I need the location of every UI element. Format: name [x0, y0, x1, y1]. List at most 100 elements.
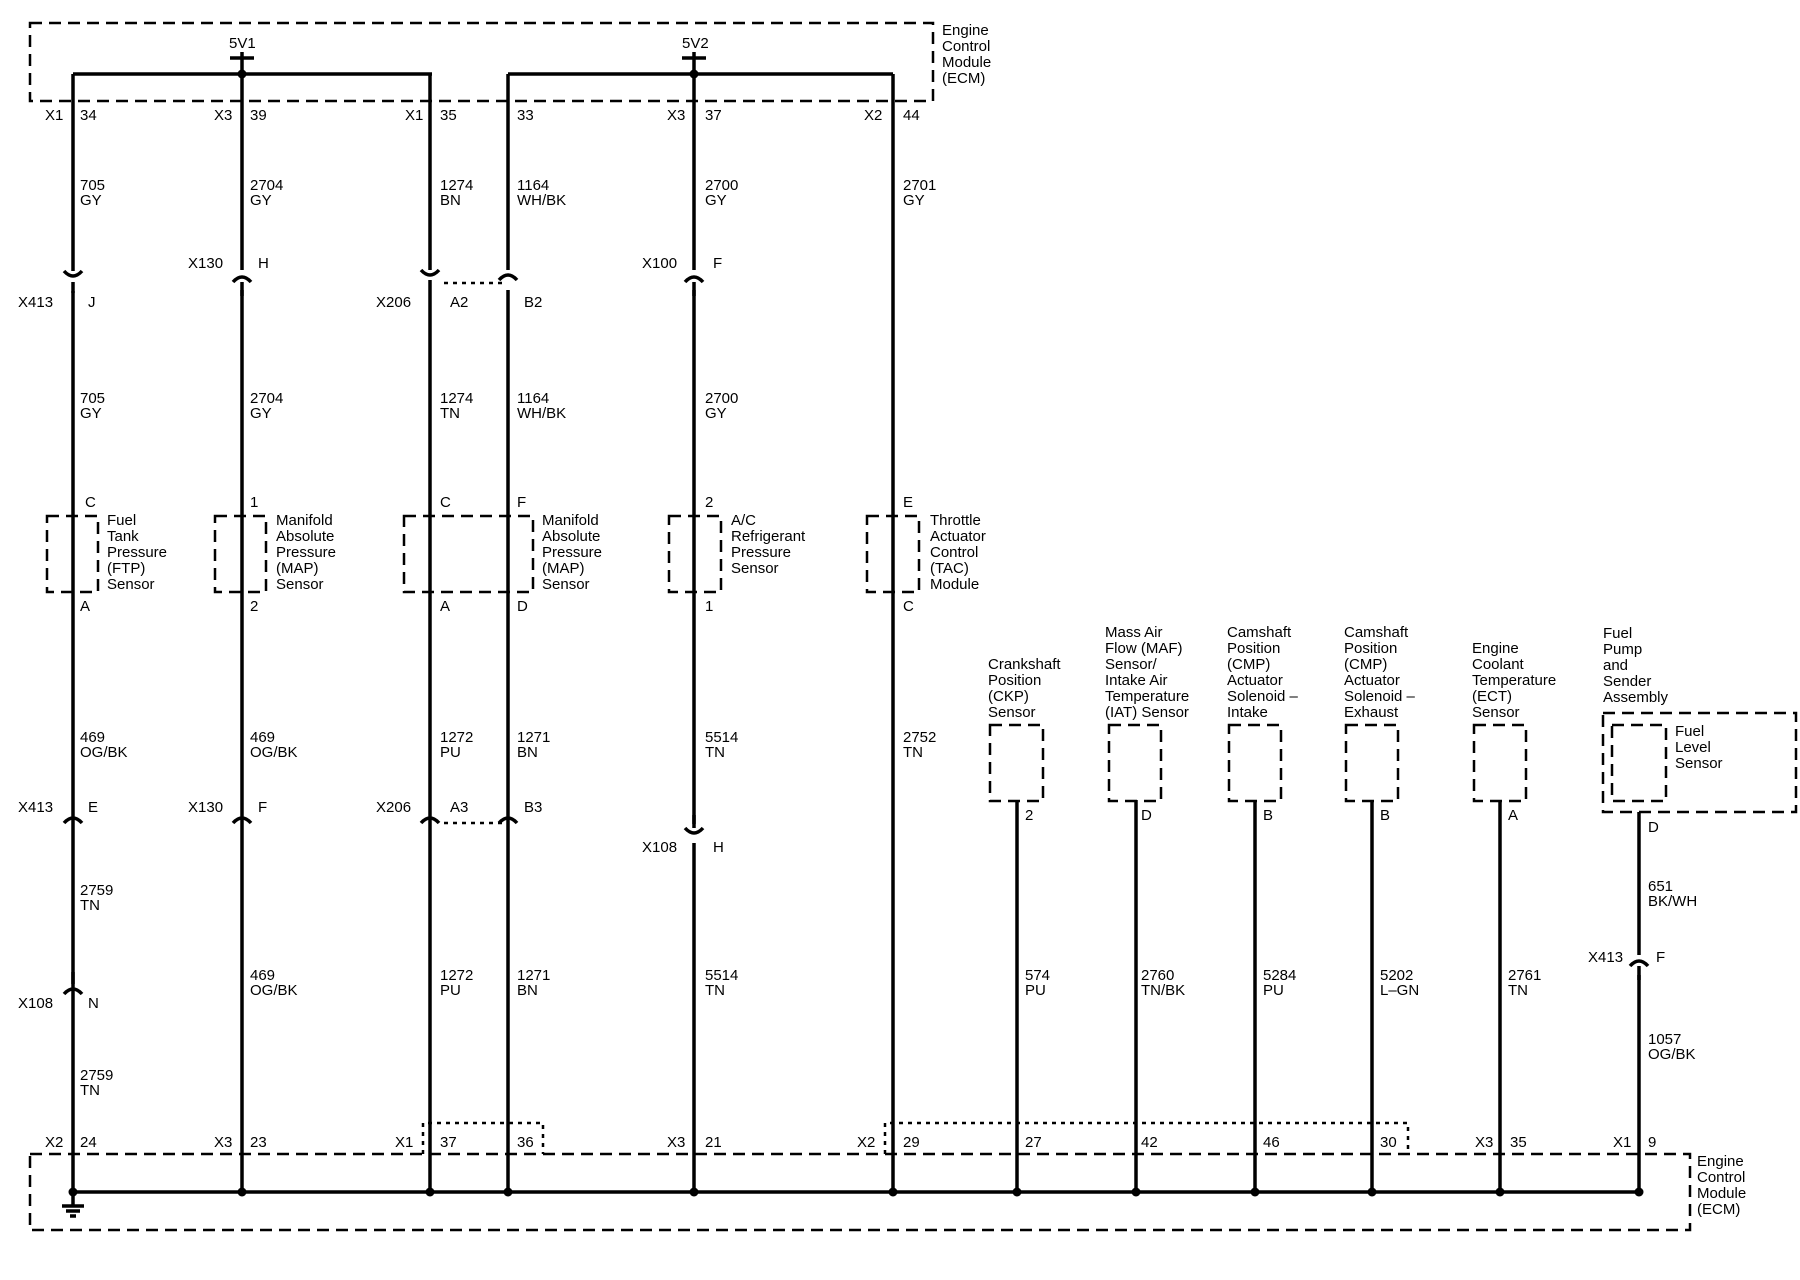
svg-text:F: F	[1656, 949, 1665, 966]
svg-text:(CMP): (CMP)	[1227, 656, 1270, 673]
svg-text:1271: 1271	[517, 729, 550, 746]
svg-text:X100: X100	[642, 255, 677, 272]
svg-text:574: 574	[1025, 967, 1050, 984]
svg-text:GY: GY	[250, 405, 272, 422]
svg-text:705: 705	[80, 177, 105, 194]
svg-text:1274: 1274	[440, 177, 473, 194]
svg-text:39: 39	[250, 107, 267, 124]
svg-text:29: 29	[903, 1134, 920, 1151]
component-tac-module: E C Throttle Actuator Control (TAC) Modu…	[865, 494, 986, 615]
svg-text:GY: GY	[250, 192, 272, 209]
svg-text:X3: X3	[214, 107, 232, 124]
svg-text:Module: Module	[942, 54, 991, 71]
svg-text:(MAP): (MAP)	[276, 560, 319, 577]
svg-text:2761: 2761	[1508, 967, 1541, 984]
svg-text:Sensor: Sensor	[107, 576, 155, 593]
svg-text:5V1: 5V1	[229, 35, 256, 52]
svg-text:Sensor/: Sensor/	[1105, 656, 1158, 673]
svg-text:PU: PU	[1263, 982, 1284, 999]
svg-text:F: F	[517, 494, 526, 511]
svg-text:Assembly: Assembly	[1603, 689, 1669, 706]
svg-text:PU: PU	[440, 982, 461, 999]
svg-text:Fuel: Fuel	[1603, 625, 1632, 642]
svg-text:Camshaft: Camshaft	[1344, 624, 1409, 641]
component-maf-iat-sensor: D Mass Air Flow (MAF) Sensor/ Intake Air…	[1105, 624, 1189, 824]
svg-text:1057: 1057	[1648, 1031, 1681, 1048]
svg-text:B3: B3	[524, 799, 542, 816]
svg-text:and: and	[1603, 657, 1628, 674]
svg-text:705: 705	[80, 390, 105, 407]
svg-text:Solenoid –: Solenoid –	[1344, 688, 1416, 705]
svg-text:Pump: Pump	[1603, 641, 1642, 658]
svg-text:A: A	[440, 598, 450, 615]
svg-text:A: A	[1508, 807, 1518, 824]
svg-text:Position: Position	[988, 672, 1041, 689]
svg-text:X1: X1	[45, 107, 63, 124]
svg-text:C: C	[903, 598, 914, 615]
svg-text:Sensor: Sensor	[276, 576, 324, 593]
svg-text:1271: 1271	[517, 967, 550, 984]
component-cmp-intake-solenoid: B Camshaft Position (CMP) Actuator Solen…	[1227, 624, 1299, 824]
svg-text:37: 37	[440, 1134, 457, 1151]
svg-text:BK/WH: BK/WH	[1648, 893, 1697, 910]
svg-text:BN: BN	[440, 192, 461, 209]
svg-text:Module: Module	[1697, 1185, 1746, 1202]
svg-text:1274: 1274	[440, 390, 473, 407]
svg-text:2759: 2759	[80, 1067, 113, 1084]
svg-text:GY: GY	[903, 192, 925, 209]
svg-text:X3: X3	[1475, 1134, 1493, 1151]
svg-text:A2: A2	[450, 294, 468, 311]
svg-text:34: 34	[80, 107, 97, 124]
svg-text:2: 2	[1025, 807, 1033, 824]
svg-text:X130: X130	[188, 799, 223, 816]
svg-text:Control: Control	[1697, 1169, 1745, 1186]
component-fuel-level-sensor: D Fuel Level Sensor	[1610, 723, 1723, 836]
svg-text:23: 23	[250, 1134, 267, 1151]
svg-text:WH/BK: WH/BK	[517, 405, 566, 422]
svg-text:37: 37	[705, 107, 722, 124]
ecm-top-label: Engine Control Module (ECM)	[942, 22, 991, 87]
circuit-wires	[71, 74, 1641, 1192]
svg-text:Actuator: Actuator	[1227, 672, 1283, 689]
svg-text:X3: X3	[667, 1134, 685, 1151]
svg-text:PU: PU	[440, 744, 461, 761]
svg-text:BN: BN	[517, 982, 538, 999]
svg-text:GY: GY	[705, 405, 727, 422]
svg-text:TN: TN	[440, 405, 460, 422]
svg-text:E: E	[903, 494, 913, 511]
svg-text:21: 21	[705, 1134, 722, 1151]
svg-text:27: 27	[1025, 1134, 1042, 1151]
ecm-bottom-sub-box-x2	[883, 1121, 1410, 1154]
svg-text:(ECT): (ECT)	[1472, 688, 1512, 705]
svg-text:X1: X1	[395, 1134, 413, 1151]
svg-text:651: 651	[1648, 878, 1673, 895]
svg-text:1164: 1164	[517, 177, 549, 194]
svg-text:Control: Control	[930, 544, 978, 561]
svg-text:Tank: Tank	[107, 528, 139, 545]
svg-text:OG/BK: OG/BK	[1648, 1046, 1696, 1063]
svg-text:D: D	[1141, 807, 1152, 824]
component-fuel-pump-sender-assembly: Fuel Pump and Sender Assembly	[1601, 625, 1798, 814]
svg-text:Crankshaft: Crankshaft	[988, 656, 1061, 673]
svg-text:Pressure: Pressure	[731, 544, 791, 561]
svg-text:5V2: 5V2	[682, 35, 709, 52]
svg-text:Position: Position	[1344, 640, 1397, 657]
svg-text:Temperature: Temperature	[1472, 672, 1556, 689]
svg-text:Actuator: Actuator	[930, 528, 986, 545]
svg-text:X206: X206	[376, 294, 411, 311]
svg-text:TN: TN	[80, 897, 100, 914]
svg-text:(MAP): (MAP)	[542, 560, 585, 577]
svg-text:TN: TN	[80, 1082, 100, 1099]
component-ect-sensor: A Engine Coolant Temperature (ECT) Senso…	[1472, 640, 1556, 824]
svg-text:469: 469	[250, 729, 275, 746]
svg-text:2: 2	[705, 494, 713, 511]
svg-text:36: 36	[517, 1134, 534, 1151]
component-cmp-exhaust-solenoid: B Camshaft Position (CMP) Actuator Solen…	[1344, 624, 1416, 824]
svg-text:Sensor: Sensor	[1472, 704, 1520, 721]
svg-text:(CMP): (CMP)	[1344, 656, 1387, 673]
svg-text:Sensor: Sensor	[988, 704, 1036, 721]
svg-text:5514: 5514	[705, 729, 738, 746]
component-ac-pressure-sensor: 2 1 A/C Refrigerant Pressure Sensor	[667, 494, 806, 615]
